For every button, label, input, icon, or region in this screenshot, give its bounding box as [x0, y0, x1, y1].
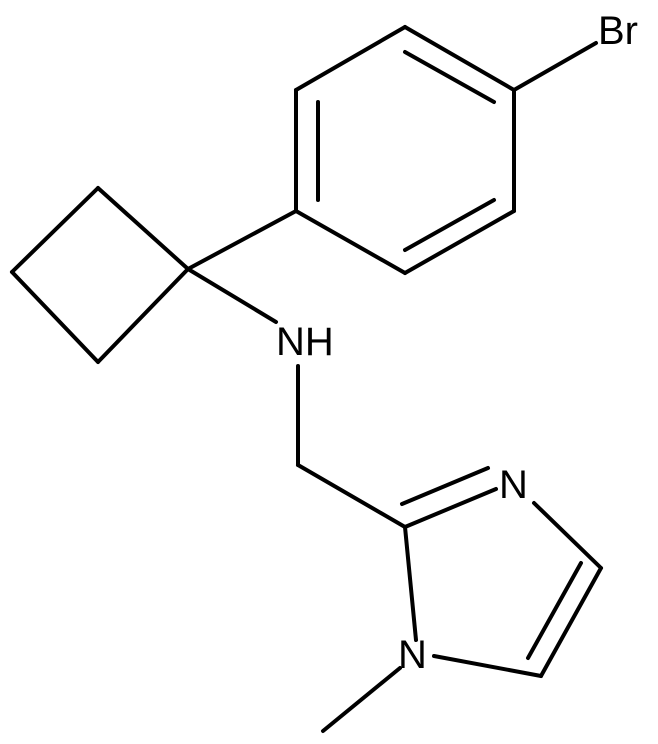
- bond-imidazole-c5-n1: [432, 654, 543, 678]
- bond-imidazole-c2-n3: [403, 487, 498, 529]
- bond-benzene-5: [403, 209, 516, 275]
- imidazole-n3-label: N: [499, 463, 528, 507]
- imidazole-n1-label: N: [398, 633, 427, 677]
- bond-imidazole-c4-c5-inner: [526, 561, 583, 660]
- bond-cyclobutyl-phenyl: [186, 209, 298, 271]
- imidazole-ring: [400, 466, 603, 678]
- bond-cyclobutane-4: [96, 267, 190, 364]
- bond-benzene-6: [294, 209, 407, 275]
- bond-methylene-imidazole: [296, 463, 407, 529]
- bond-cyclobutyl-amine: [186, 267, 278, 324]
- bond-cyclobutane-3: [10, 270, 100, 364]
- bond-benzene-3-inner: [403, 50, 496, 104]
- bond-phenyl-bromine: [512, 41, 598, 92]
- bond-imidazole-c2-n3-inner: [400, 466, 490, 506]
- bond-benzene-2: [294, 25, 407, 92]
- cyclobutane-ring: [10, 186, 190, 364]
- bond-cyclobutane-2: [10, 186, 100, 274]
- bond-imidazole-c4-c5: [539, 566, 603, 678]
- bromine-label: Br: [598, 9, 638, 53]
- bond-cyclobutane-1: [96, 186, 190, 271]
- bond-n1-methyl: [321, 666, 402, 733]
- bond-benzene-5-inner: [403, 198, 496, 252]
- benzene-ring: [294, 25, 516, 275]
- bond-imidazole-n3-c4: [532, 501, 603, 570]
- bond-benzene-3: [403, 25, 516, 92]
- amine-label: NH: [276, 320, 334, 364]
- bond-imidazole-n1-c2: [403, 525, 418, 642]
